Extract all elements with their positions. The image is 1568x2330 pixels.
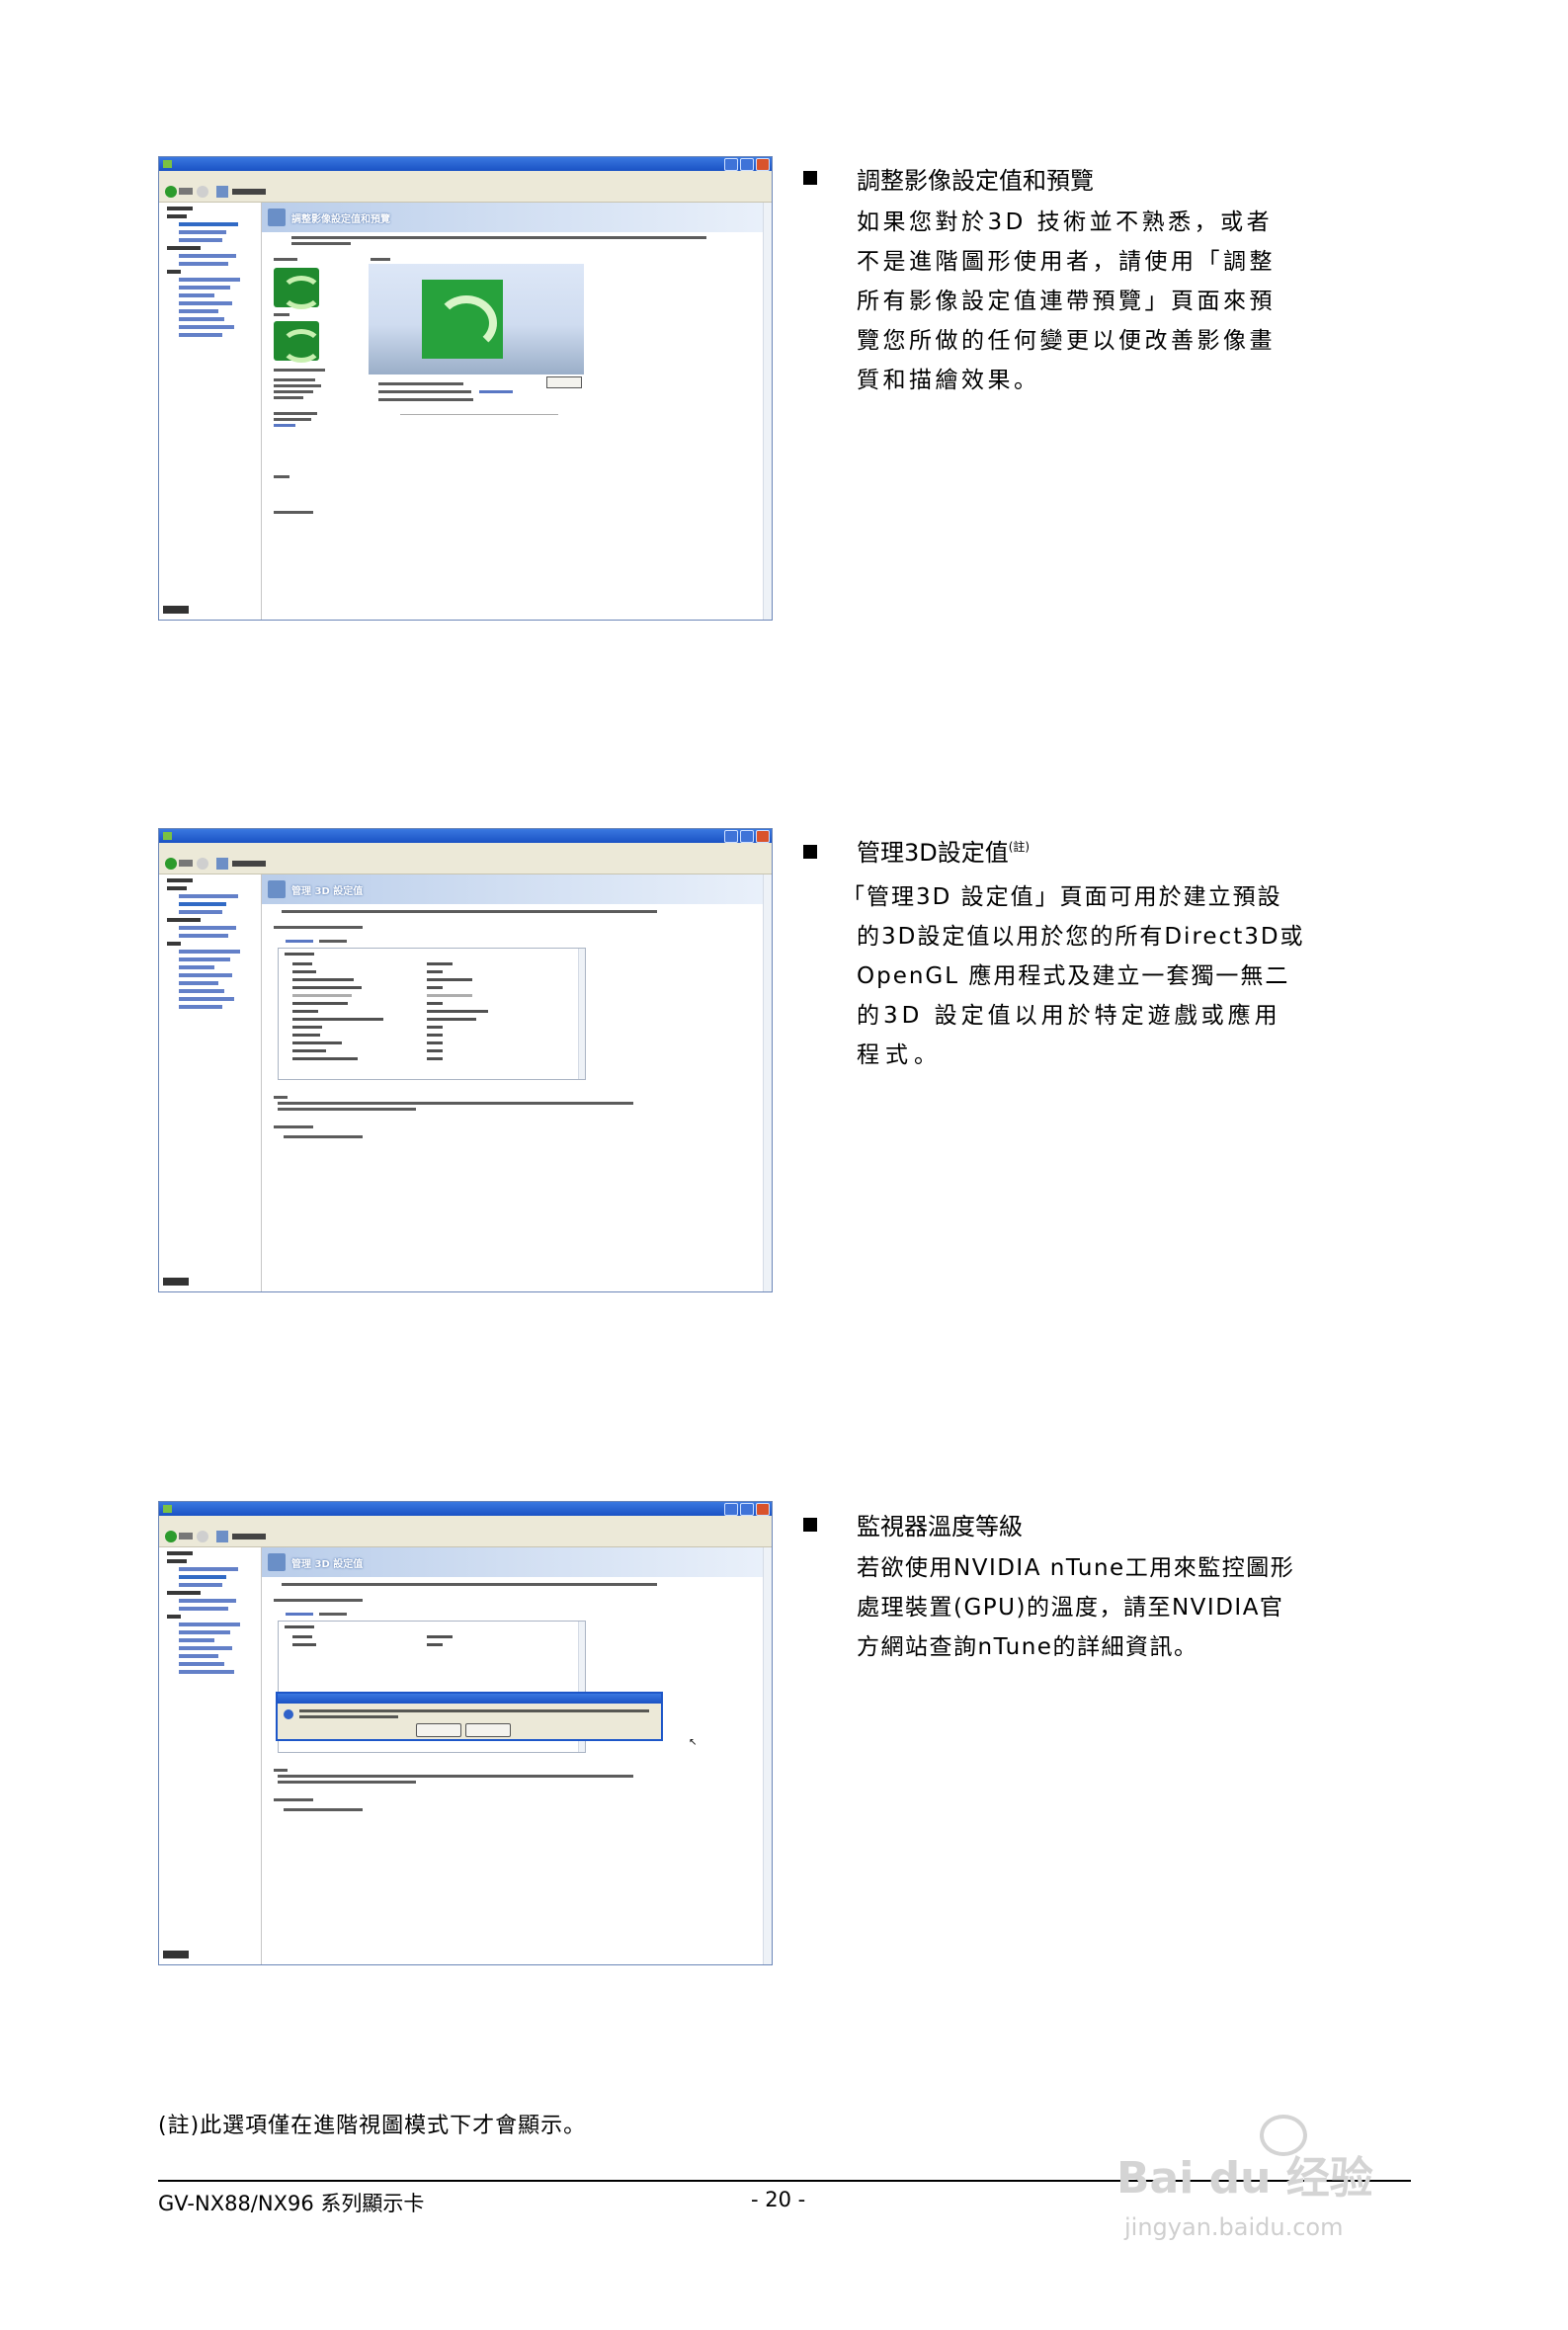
maximize-icon [740,158,754,171]
window-titlebar [159,829,772,843]
section-2-heading: 管理3D設定值(註) [857,833,1030,868]
minimize-icon [724,830,738,843]
section-3-body: 若欲使用NVIDIA nTune工用來監控圖形 處理裝置(GPU)的溫度，請至N… [857,1553,1294,1663]
section-2-line: 的3D設定值以用於您的所有Direct3D或 [857,924,1305,950]
section-1-line: 所有影像設定值連帶預覽」頁面來預 [857,289,1276,314]
section-1-body: 如果您對於3D 技術並不熟悉，或者 不是進階圖形使用者，請使用「調整 所有影像設… [857,208,1276,396]
section-2-body: 「管理3D 設定值」頁面可用於建立預設 的3D設定值以用於您的所有Direct3… [842,882,1305,1071]
vertical-scrollbar[interactable] [763,874,772,1291]
screenshot-adjust-image-settings: 調整影像設定值和預覽 [158,156,773,621]
3d-preview [369,264,584,374]
back-icon [165,186,177,198]
section-3-line: 若欲使用NVIDIA nTune工用來監控圖形 [857,1555,1295,1581]
close-icon [756,830,770,843]
no-button[interactable] [465,1723,511,1737]
main-panel: 調整影像設定值和預覽 [262,203,772,620]
nvidia-logo-3d [422,280,503,359]
system-info-link [163,606,189,614]
footer-title: GV-NX88/NX96 系列顯示卡 [158,2192,425,2215]
home-icon [216,858,228,870]
section-1-line: 質和描繪效果。 [857,368,1040,393]
preview-thumbnail-1 [274,268,322,309]
bullet-square-icon [803,171,817,185]
banner-title: 管理 3D 設定值 [291,886,364,897]
toolbar [159,1527,772,1547]
main-panel: 管理 3D 設定值 [262,874,772,1291]
section-2-line: OpenGL 應用程式及建立一套獨一無二 [857,963,1290,989]
paw-icon [1260,2115,1307,2156]
menubar [159,1516,772,1527]
bullet-square-icon [803,1518,817,1532]
section-3-heading: 監視器溫度等級 [857,1513,1023,1540]
footnote: (註)此選項僅在進階視圖模式下才會顯示。 [158,2114,587,2138]
info-icon [284,1709,293,1719]
nvidia-icon [163,1505,172,1513]
back-icon [165,1531,177,1542]
maximize-icon [740,1503,754,1516]
toolbar [159,182,772,203]
page-icon [268,880,286,898]
forward-icon [197,1531,208,1542]
preview-thumbnail-2 [274,321,322,363]
home-icon [216,1531,228,1542]
footnote-marker: (註) [1008,840,1031,854]
section-2-title: 管理3D設定值 [857,839,1009,867]
vertical-scrollbar[interactable] [763,203,772,620]
menubar [159,171,772,182]
system-info-link [163,1951,189,1958]
baidu-watermark-logo: Bai du 经验 [1116,2153,1373,2204]
page-banner: 管理 3D 設定值 [262,1547,764,1577]
nvidia-icon [163,160,172,168]
sidebar-tree [159,1547,262,1964]
minimize-icon [724,158,738,171]
watermark-url: jingyan.baidu.com [1124,2213,1344,2241]
mouse-cursor-icon: ↖ [689,1737,698,1748]
dialog-titlebar [278,1694,661,1704]
page-icon [268,1553,286,1571]
sidebar-tree [159,874,262,1291]
settings-table [278,948,586,1080]
vertical-scrollbar[interactable] [763,1547,772,1964]
section-3-line: 方網站查詢nTune的詳細資訊。 [857,1634,1198,1660]
main-panel: 管理 3D 設定值 [262,1547,772,1964]
maximize-icon [740,830,754,843]
toolbar [159,854,772,874]
forward-icon [197,858,208,870]
footer-rule [158,2180,1411,2182]
page-banner: 調整影像設定值和預覽 [262,203,764,232]
page-banner: 管理 3D 設定值 [262,874,764,904]
banner-title: 調整影像設定值和預覽 [291,214,390,225]
section-1-heading: 調整影像設定值和預覽 [857,167,1094,195]
section-1-line: 覽您所做的任何變更以便改善影像畫 [857,328,1276,354]
home-icon [216,186,228,198]
section-2-line: 「管理3D 設定值」頁面可用於建立預設 [842,884,1282,910]
back-icon [165,858,177,870]
system-info-link [163,1278,189,1286]
window-titlebar [159,1502,772,1516]
banner-title: 管理 3D 設定值 [291,1559,364,1570]
yes-button[interactable] [416,1723,461,1737]
screenshot-monitor-temperature: 管理 3D 設定值 ↖ [158,1501,773,1965]
menubar [159,843,772,854]
bullet-square-icon [803,845,817,859]
nvidia-icon [163,832,172,840]
section-1-line: 不是進階圖形使用者，請使用「調整 [857,249,1276,275]
sidebar-tree [159,203,262,620]
section-1-line: 如果您對於3D 技術並不熟悉，或者 [857,209,1274,235]
section-2-line: 程式。 [857,1042,943,1068]
close-icon [756,158,770,171]
page-number: - 20 - [751,2188,806,2211]
section-3-line: 處理裝置(GPU)的溫度，請至NVIDIA官 [857,1595,1284,1621]
preview-button[interactable] [546,376,582,388]
minimize-icon [724,1503,738,1516]
page-icon [268,208,286,226]
close-icon [756,1503,770,1516]
screenshot-manage-3d-settings: 管理 3D 設定值 [158,828,773,1292]
ntune-dialog [276,1692,663,1741]
section-2-line: 的3D 設定值以用於特定遊戲或應用 [857,1003,1281,1029]
forward-icon [197,186,208,198]
window-titlebar [159,157,772,171]
